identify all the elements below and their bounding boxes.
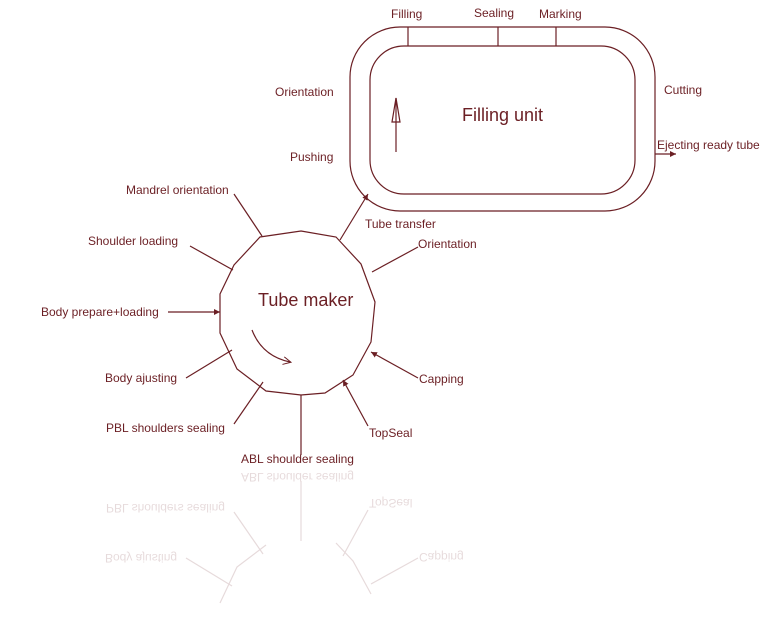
tube-transfer-label: Tube transfer bbox=[365, 217, 436, 231]
tube-maker-polygon bbox=[219, 230, 376, 396]
marking-label: Marking bbox=[539, 7, 582, 21]
rotation-arrow bbox=[251, 329, 290, 362]
shoulder-loading-leader bbox=[189, 245, 234, 271]
body-adjusting-leader bbox=[185, 349, 233, 379]
orientation-tm-label: Orientation bbox=[418, 237, 477, 251]
body-prepare-label: Body prepare+loading bbox=[41, 305, 159, 319]
ejecting-label: Ejecting ready tube bbox=[657, 138, 760, 152]
topseal-label: TopSeal bbox=[369, 426, 412, 440]
svg-text:TopSeal: TopSeal bbox=[369, 496, 412, 510]
sealing-label: Sealing bbox=[474, 6, 514, 20]
shoulder-loading-label: Shoulder loading bbox=[88, 234, 178, 248]
capping-label: Capping bbox=[419, 372, 464, 386]
svg-text:PBL shoulders sealing: PBL shoulders sealing bbox=[106, 501, 225, 515]
abl-shoulder-label: ABL shoulder sealing bbox=[241, 452, 354, 466]
svg-text:Body ajusting: Body ajusting bbox=[105, 551, 177, 565]
pbl-shoulders-label: PBL shoulders sealing bbox=[106, 421, 225, 435]
tube-transfer-arrow bbox=[339, 193, 369, 241]
topseal-leader bbox=[342, 379, 369, 427]
capping-leader bbox=[370, 351, 419, 379]
orientation-tm-leader bbox=[371, 246, 419, 273]
reflection: ABL shoulder sealing PBL shoulders seali… bbox=[105, 470, 464, 604]
filling-unit-outer-track bbox=[349, 26, 656, 212]
svg-text:Capping: Capping bbox=[419, 550, 464, 564]
mandrel-orientation-leader bbox=[233, 193, 263, 237]
body-adjusting-label: Body ajusting bbox=[105, 371, 177, 385]
filling-label: Filling bbox=[391, 7, 422, 21]
pushing-label: Pushing bbox=[290, 150, 333, 164]
pbl-shoulders-leader bbox=[233, 381, 264, 425]
orientation-fu-label: Orientation bbox=[275, 85, 334, 99]
mandrel-orientation-label: Mandrel orientation bbox=[126, 183, 229, 197]
filling-direction-arrowhead bbox=[391, 97, 401, 123]
filling-unit-title: Filling unit bbox=[462, 105, 543, 125]
cutting-label: Cutting bbox=[664, 83, 702, 97]
tube-maker-title: Tube maker bbox=[258, 290, 353, 310]
filling-unit-inner-track bbox=[369, 45, 636, 195]
svg-text:ABL shoulder sealing: ABL shoulder sealing bbox=[241, 470, 354, 484]
